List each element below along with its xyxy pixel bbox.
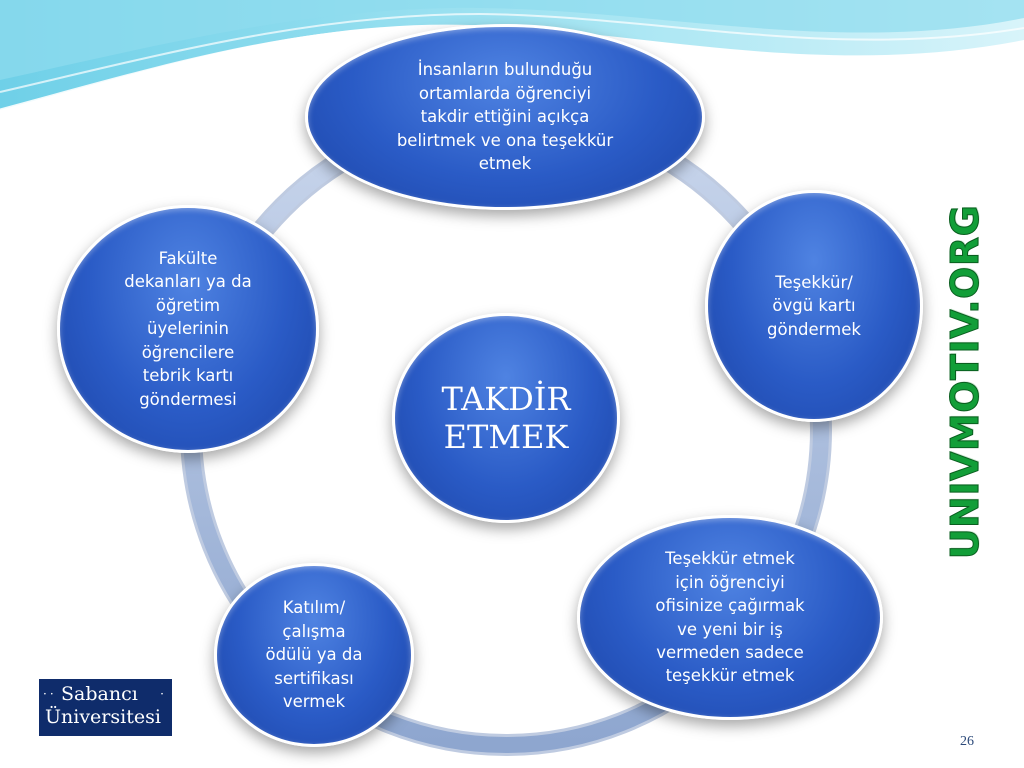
node-bottom-left-label: Katılım/ çalışma ödülü ya da sertifikası… <box>265 598 363 712</box>
logo-line1: Sabancı <box>61 683 138 705</box>
node-bottom-right: Teşekkür etmek için öğrenciyi ofisinize … <box>577 515 883 720</box>
node-top: İnsanların bulunduğu ortamlarda öğrenciy… <box>305 24 705 210</box>
node-left-label: Fakülte dekanları ya da öğretim üyelerin… <box>124 249 252 409</box>
center-node: TAKDİR ETMEK <box>392 313 620 523</box>
node-bottom-right-label: Teşekkür etmek için öğrenciyi ofisinize … <box>655 549 805 686</box>
node-right: Teşekkür/ övgü kartı göndermek <box>705 190 923 422</box>
node-top-label: İnsanların bulunduğu ortamlarda öğrenciy… <box>396 60 614 174</box>
logo-dot-icon: · <box>160 687 164 701</box>
logo-dots-icon: ·· <box>43 687 57 701</box>
sabanci-logo: ·· Sabancı · Üniversitesi <box>39 679 172 736</box>
node-bottom-left: Katılım/ çalışma ödülü ya da sertifikası… <box>214 563 414 747</box>
page-number: 26 <box>960 734 974 749</box>
node-left: Fakülte dekanları ya da öğretim üyelerin… <box>57 205 319 453</box>
node-right-label: Teşekkür/ övgü kartı göndermek <box>767 272 861 339</box>
center-label: TAKDİR ETMEK <box>441 379 571 456</box>
logo-line2: Üniversitesi <box>45 706 161 728</box>
watermark-text: UNIVMOTIV.ORG <box>943 204 988 560</box>
